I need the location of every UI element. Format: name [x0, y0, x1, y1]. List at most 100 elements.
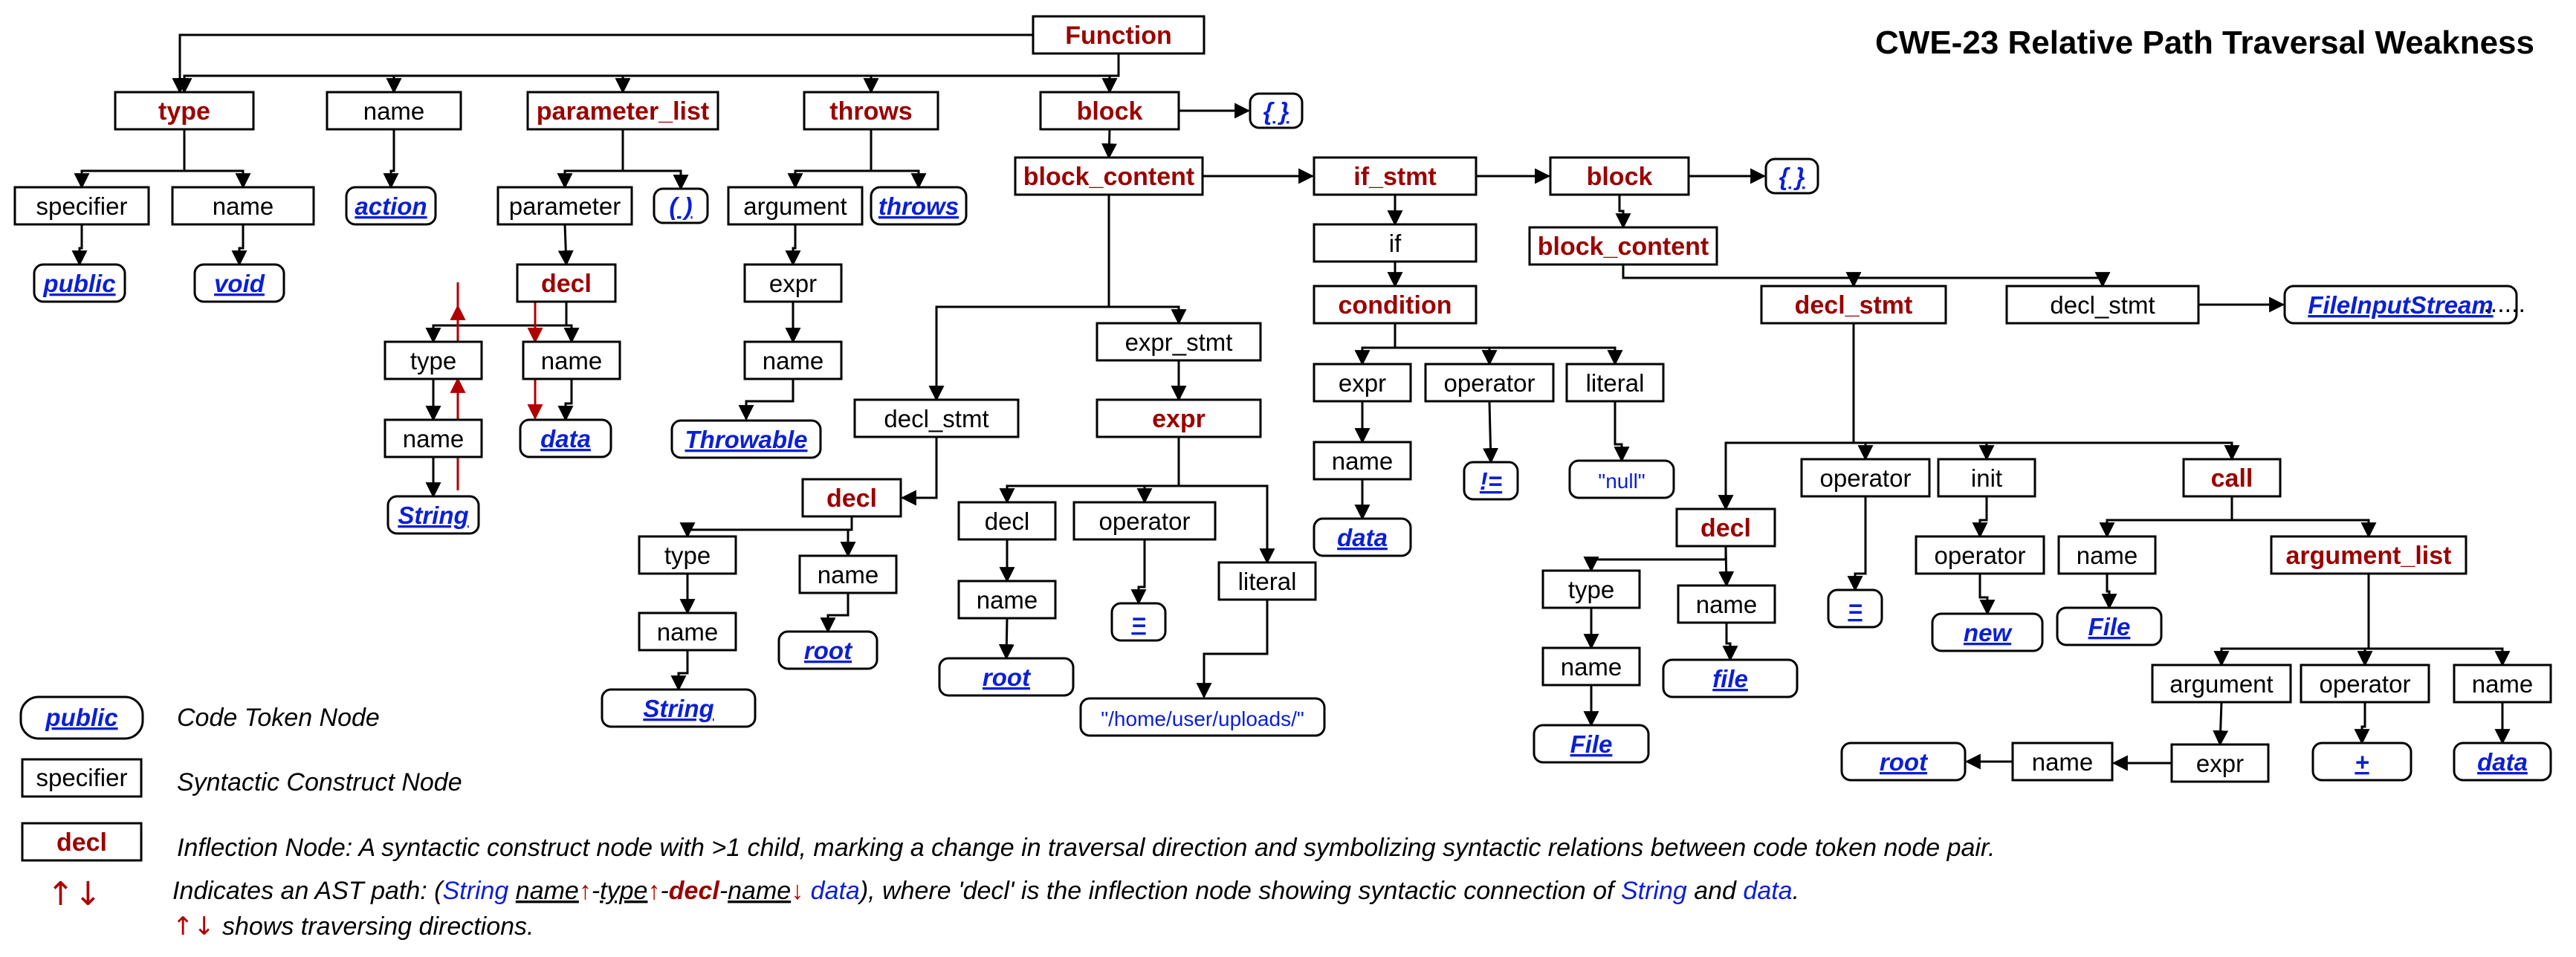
- node-void-token: void: [193, 263, 285, 303]
- node-literal-e-syntactic: literal: [1217, 561, 1317, 601]
- node-name-ae-syntactic: name: [2011, 742, 2114, 782]
- node-FIS-token: FileInputStream: [2283, 285, 2518, 325]
- tree-edge: [1614, 401, 1630, 463]
- node-label: call: [2211, 464, 2253, 493]
- node-block-content-inflection: block_content: [1014, 156, 1204, 196]
- node-label: operator: [1099, 507, 1191, 535]
- node-label: { }: [1779, 163, 1805, 190]
- tree-edge: [900, 437, 938, 506]
- tree-edge: [1483, 400, 1499, 464]
- node-init-syntactic: init: [1937, 458, 2036, 498]
- tree-edge: [1177, 437, 1275, 565]
- node-label: name: [541, 347, 603, 374]
- node-label: File: [2088, 613, 2131, 640]
- node-throws-inflection: throws: [803, 91, 939, 131]
- node-label: expr_stmt: [1125, 328, 1233, 356]
- node-label: void: [214, 270, 265, 297]
- node-decl-p-inflection: decl: [516, 263, 617, 303]
- node-label: parameter_list: [537, 97, 709, 126]
- node-File-call-token: File: [2056, 606, 2163, 646]
- tree-edge: [386, 53, 1120, 94]
- legend-inflection-swatch: [21, 822, 143, 862]
- tree-edge: [670, 650, 689, 692]
- node-operator-f-syntactic: operator: [1800, 458, 1931, 498]
- node-label: root: [983, 664, 1032, 691]
- node-label: data: [540, 425, 591, 452]
- node-throws-tok-token: throws: [870, 186, 968, 226]
- node-brace2-token: { }: [1764, 158, 1819, 195]
- node-label: throws: [829, 97, 912, 126]
- tree-edge: [2099, 496, 2233, 539]
- node-specifier-syntactic: specifier: [13, 186, 150, 226]
- node-label: name: [1696, 591, 1758, 618]
- node-null-string: "null": [1568, 459, 1675, 499]
- node-label: decl_stmt: [2050, 291, 2155, 319]
- node-label: if: [1389, 230, 1402, 257]
- tree-edge: [863, 53, 1120, 94]
- legend-token-sample: public: [45, 704, 117, 731]
- node-label: !=: [1480, 467, 1502, 495]
- tree-edge: [840, 516, 856, 558]
- node-name-top-syntactic: name: [326, 91, 462, 131]
- node-String-r-token: String: [601, 688, 757, 728]
- node-label: decl: [541, 270, 592, 298]
- node-label: ( ): [669, 192, 692, 220]
- node-function-inflection: Function: [1032, 15, 1206, 55]
- node-decl-r-inflection: decl: [801, 478, 902, 518]
- node-if-syntactic: if: [1313, 223, 1478, 263]
- node-label: operator: [1444, 369, 1535, 397]
- node-label: argument: [743, 192, 847, 220]
- tree-edge: [172, 33, 1033, 94]
- node-name-call-syntactic: name: [2057, 535, 2157, 575]
- tree-edge: [999, 437, 1180, 505]
- tree-edge: [425, 302, 568, 344]
- node-label: name: [2472, 670, 2534, 698]
- node-expr-c-syntactic: expr: [1313, 363, 1412, 403]
- tree-edge: [1107, 195, 1187, 325]
- node-label: root: [804, 637, 853, 664]
- legend-path-desc: Indicates an AST path: (String name↑-typ…: [172, 877, 1799, 905]
- node-label: expr: [769, 270, 817, 297]
- node-new-token: new: [1931, 612, 2044, 652]
- tree-edge: [1101, 53, 1120, 94]
- node-label: type: [158, 97, 210, 126]
- tree-edge: [557, 129, 624, 189]
- tree-edge: [738, 379, 795, 421]
- node-label: condition: [1339, 291, 1452, 319]
- legend-inflection-desc: Inflection Node: A syntactic construct n…: [177, 834, 1996, 862]
- node-operator-e-syntactic: operator: [1072, 501, 1217, 541]
- node-label: decl_stmt: [1795, 291, 1913, 319]
- tree-edge: [1354, 323, 1397, 366]
- node-label: decl: [985, 507, 1030, 535]
- node-label: specifier: [36, 192, 128, 220]
- tree-edge: [557, 224, 574, 267]
- node-public-token: public: [33, 263, 126, 303]
- tree-edge: [1847, 496, 1867, 592]
- node-label: type: [410, 347, 456, 374]
- node-label: type: [1568, 576, 1614, 603]
- tree-edge: [1622, 265, 1862, 288]
- node-root-e-token: root: [938, 657, 1075, 697]
- node-file-tok-token: file: [1662, 658, 1799, 698]
- node-label: { }: [1263, 97, 1289, 125]
- node-label: name: [1332, 447, 1394, 475]
- node-block-content2-inflection: block_content: [1528, 226, 1718, 266]
- node-label: FileInputStream: [2308, 291, 2493, 319]
- node-paren-token: ( ): [653, 187, 709, 224]
- node-parameter-syntactic: parameter: [496, 186, 633, 226]
- node-label: block: [1077, 97, 1143, 126]
- node-data-c-token: data: [1313, 517, 1412, 557]
- ast-path-arrows: [450, 282, 543, 490]
- tree-edge: [928, 195, 1110, 402]
- node-label: root: [1880, 748, 1929, 776]
- tree-edge: [2101, 574, 2117, 610]
- legend-token-swatch: [19, 695, 144, 740]
- node-label: init: [1971, 464, 2002, 492]
- tree-edge: [679, 516, 853, 539]
- node-argument-a-syntactic: argument: [2151, 664, 2292, 704]
- node-expr-t-syntactic: expr: [743, 263, 843, 303]
- node-expr-a-syntactic: expr: [2170, 743, 2270, 783]
- node-label: String: [398, 502, 468, 529]
- tree-edge: [563, 302, 580, 344]
- tree-edge: [383, 129, 399, 189]
